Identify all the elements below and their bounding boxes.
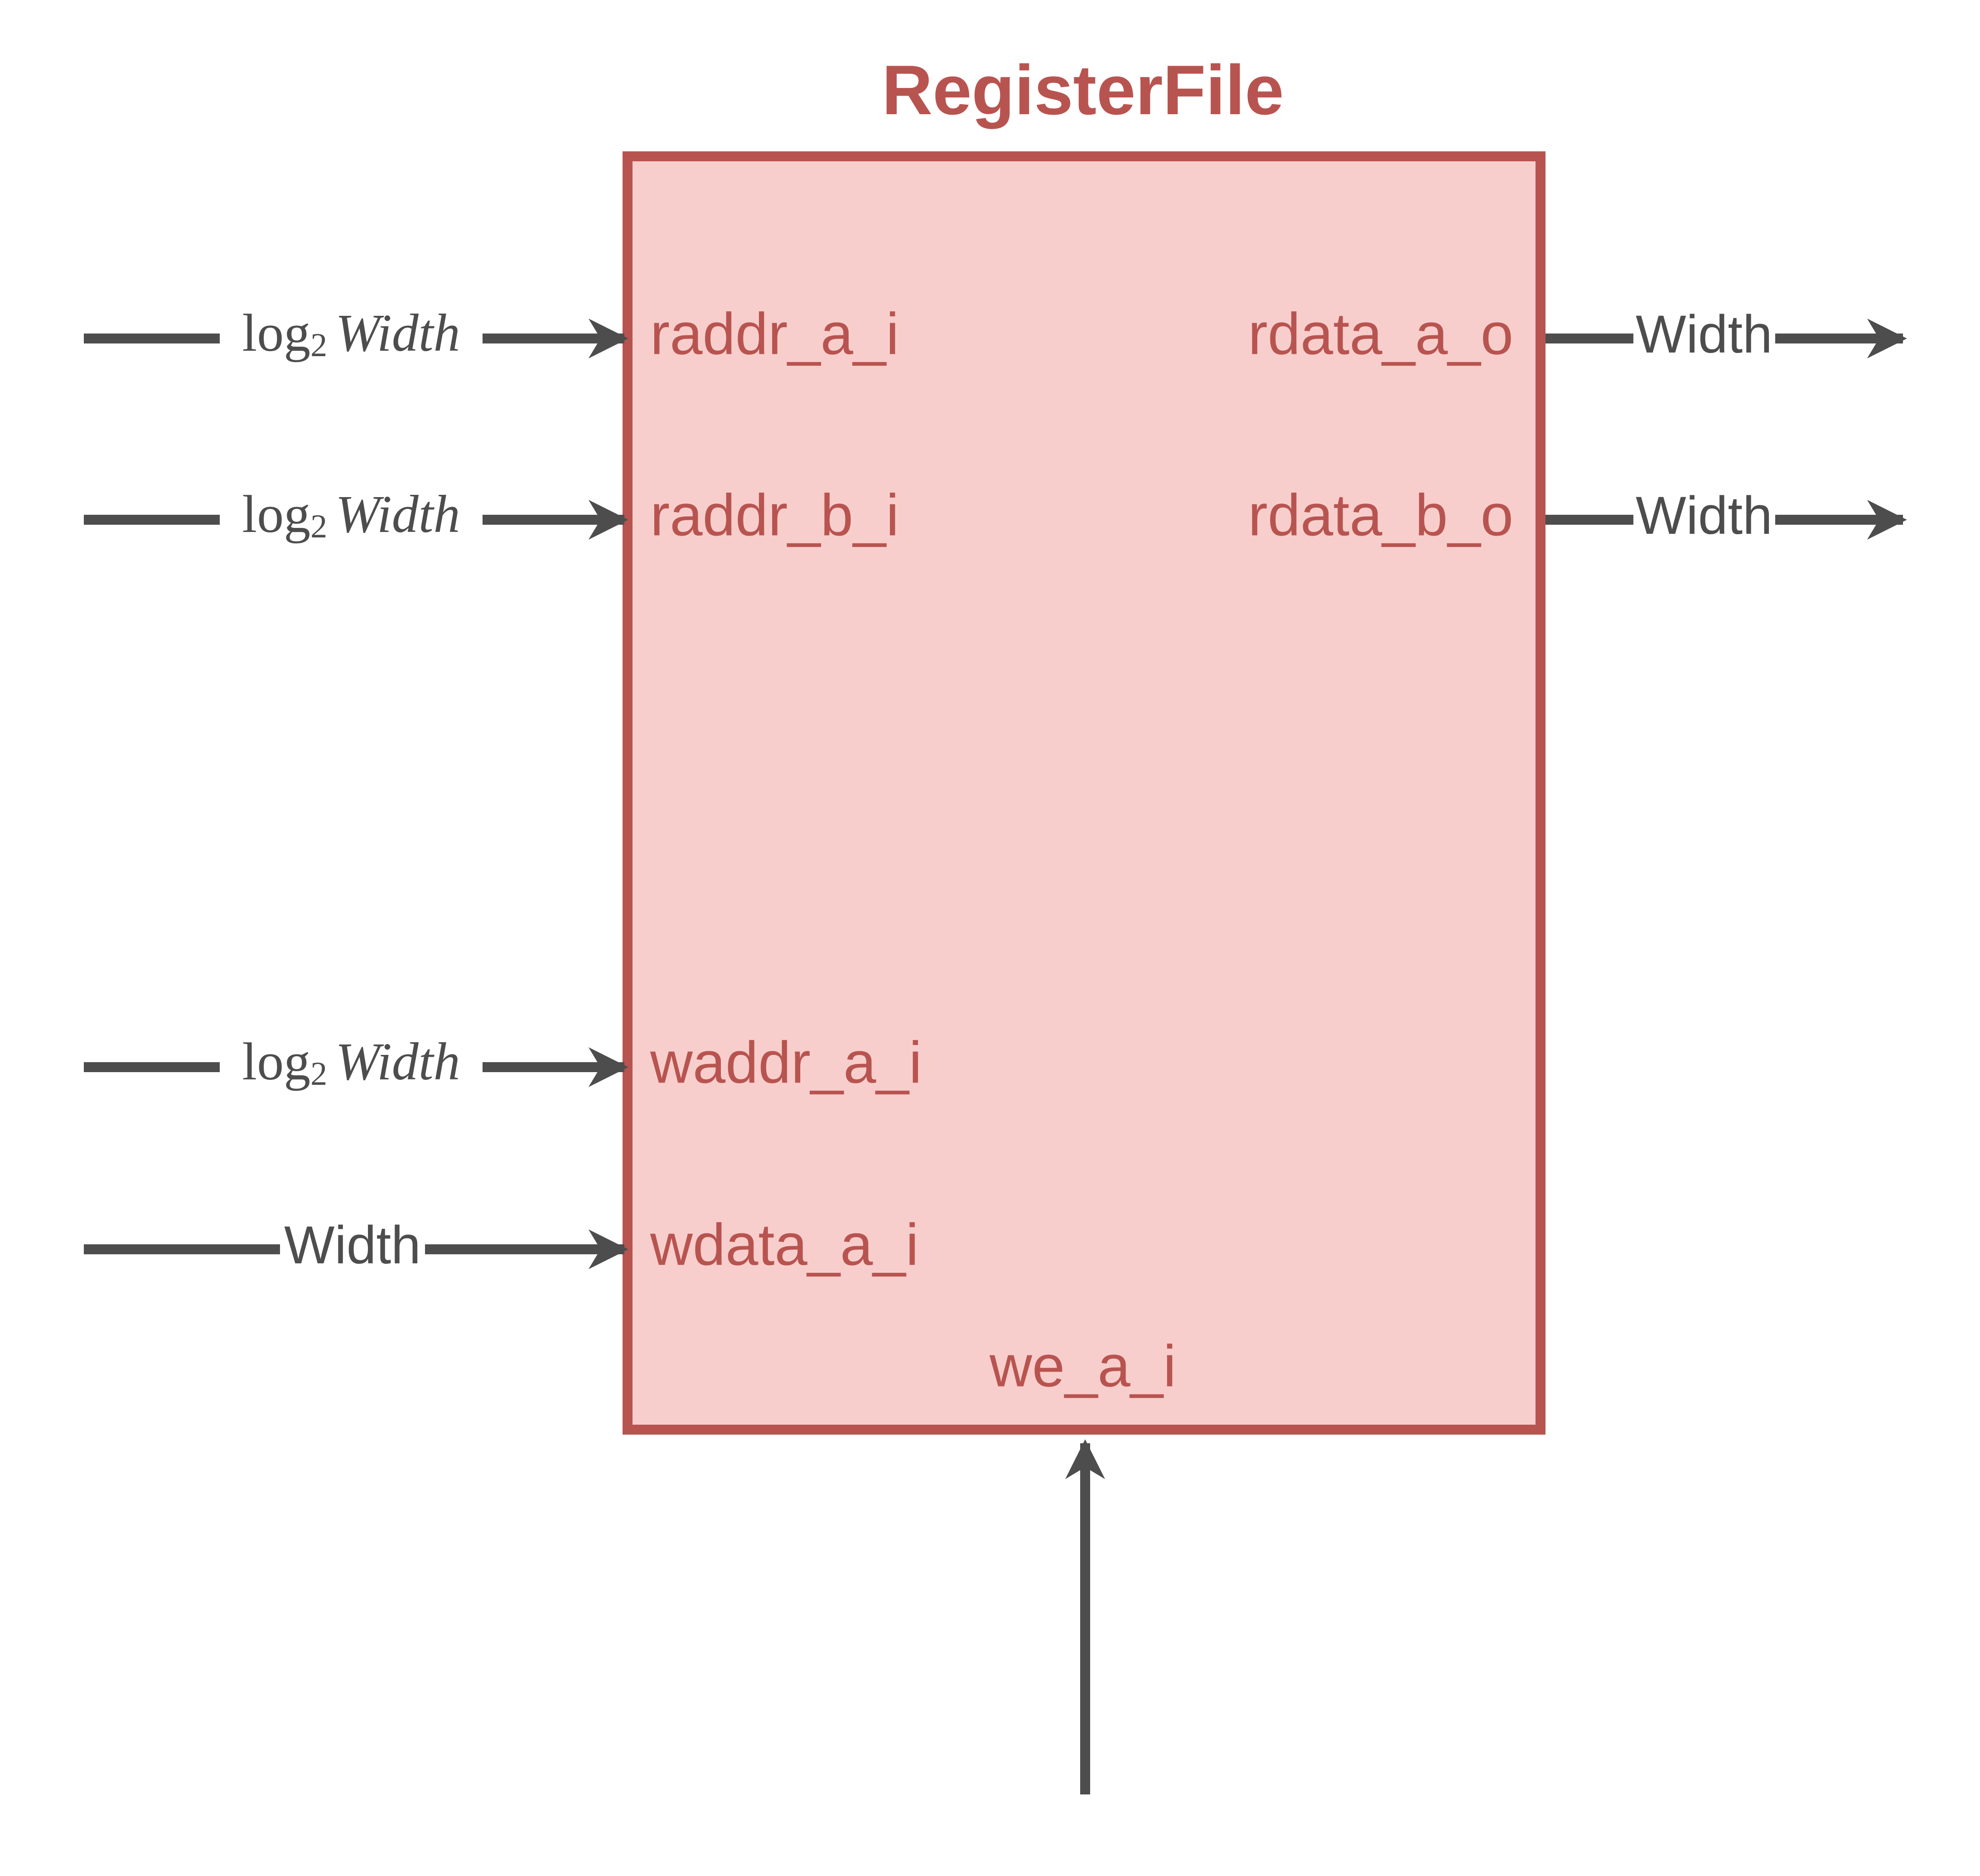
rdata-b-width-label: Width [1636,486,1772,546]
wdata-a-width-label: Width [284,1215,421,1275]
block-title: RegisterFile [882,51,1284,129]
port-raddr-b: raddr_b_i [650,482,899,548]
port-we-a: we_a_i [989,1333,1176,1399]
rdata-a-width-label: Width [1636,305,1772,364]
port-waddr-a: waddr_a_i [650,1029,922,1095]
port-rdata-b: rdata_b_o [1248,482,1513,548]
port-rdata-a: rdata_a_o [1248,300,1513,367]
port-raddr-a: raddr_a_i [650,300,899,367]
register-file-block [623,151,1545,1435]
port-wdata-a: wdata_a_i [650,1211,919,1277]
